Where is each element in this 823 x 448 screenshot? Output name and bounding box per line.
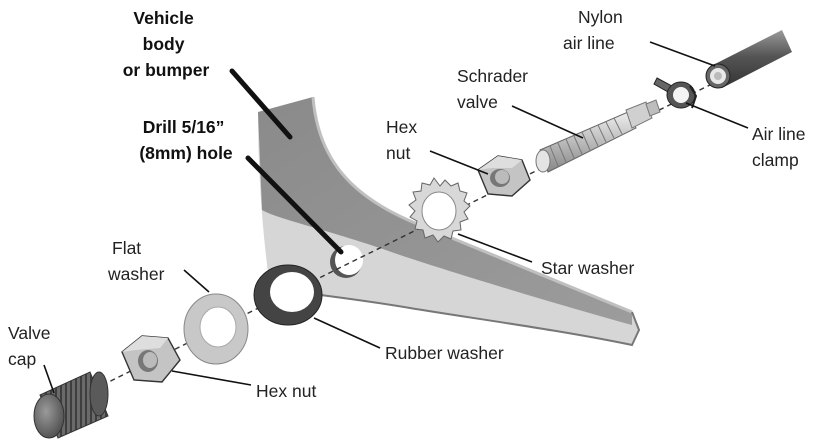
nylon-air-line — [705, 30, 792, 89]
label-hex-nut-bottom: Hex nut — [256, 381, 316, 401]
hex-nut-bottom — [121, 335, 181, 383]
valve-cap — [33, 371, 109, 439]
leader-hex-nut-bottom — [171, 370, 252, 386]
hex-nut-top — [477, 155, 531, 197]
rubber-washer — [253, 264, 323, 326]
leader-valve-cap — [43, 364, 55, 394]
air-line-clamp — [653, 77, 698, 109]
label-star-washer: Star washer — [541, 258, 635, 278]
label-flat-washer: Flat washer — [107, 238, 165, 284]
leader-flat-washer — [183, 269, 210, 293]
leader-vehicle-body — [229, 68, 293, 140]
label-air-line-clamp: Air line clamp — [752, 124, 810, 170]
star-washer — [408, 177, 471, 243]
leader-air-line-clamp — [685, 102, 749, 129]
label-nylon-air-line: Nylon air line — [563, 7, 628, 53]
label-valve-cap: Valve cap — [8, 323, 55, 369]
label-hex-nut-top: Hex nut — [386, 117, 422, 163]
leader-nylon-air-line — [649, 41, 716, 67]
flat-washer — [183, 293, 249, 365]
leader-hex-nut-top — [429, 150, 489, 175]
schrader-valve — [535, 99, 661, 173]
label-drill-hole: Drill 5/16” (8mm) hole — [139, 117, 233, 163]
leader-schrader-valve — [511, 105, 584, 139]
leader-star-washer — [457, 233, 533, 263]
leader-rubber-washer — [313, 317, 381, 349]
label-schrader-valve: Schrader valve — [457, 66, 533, 112]
label-rubber-washer: Rubber washer — [385, 343, 504, 363]
leader-drill-hole — [245, 155, 344, 255]
leader-lines — [43, 41, 749, 394]
label-vehicle-body: Vehicle body or bumper — [123, 8, 210, 80]
